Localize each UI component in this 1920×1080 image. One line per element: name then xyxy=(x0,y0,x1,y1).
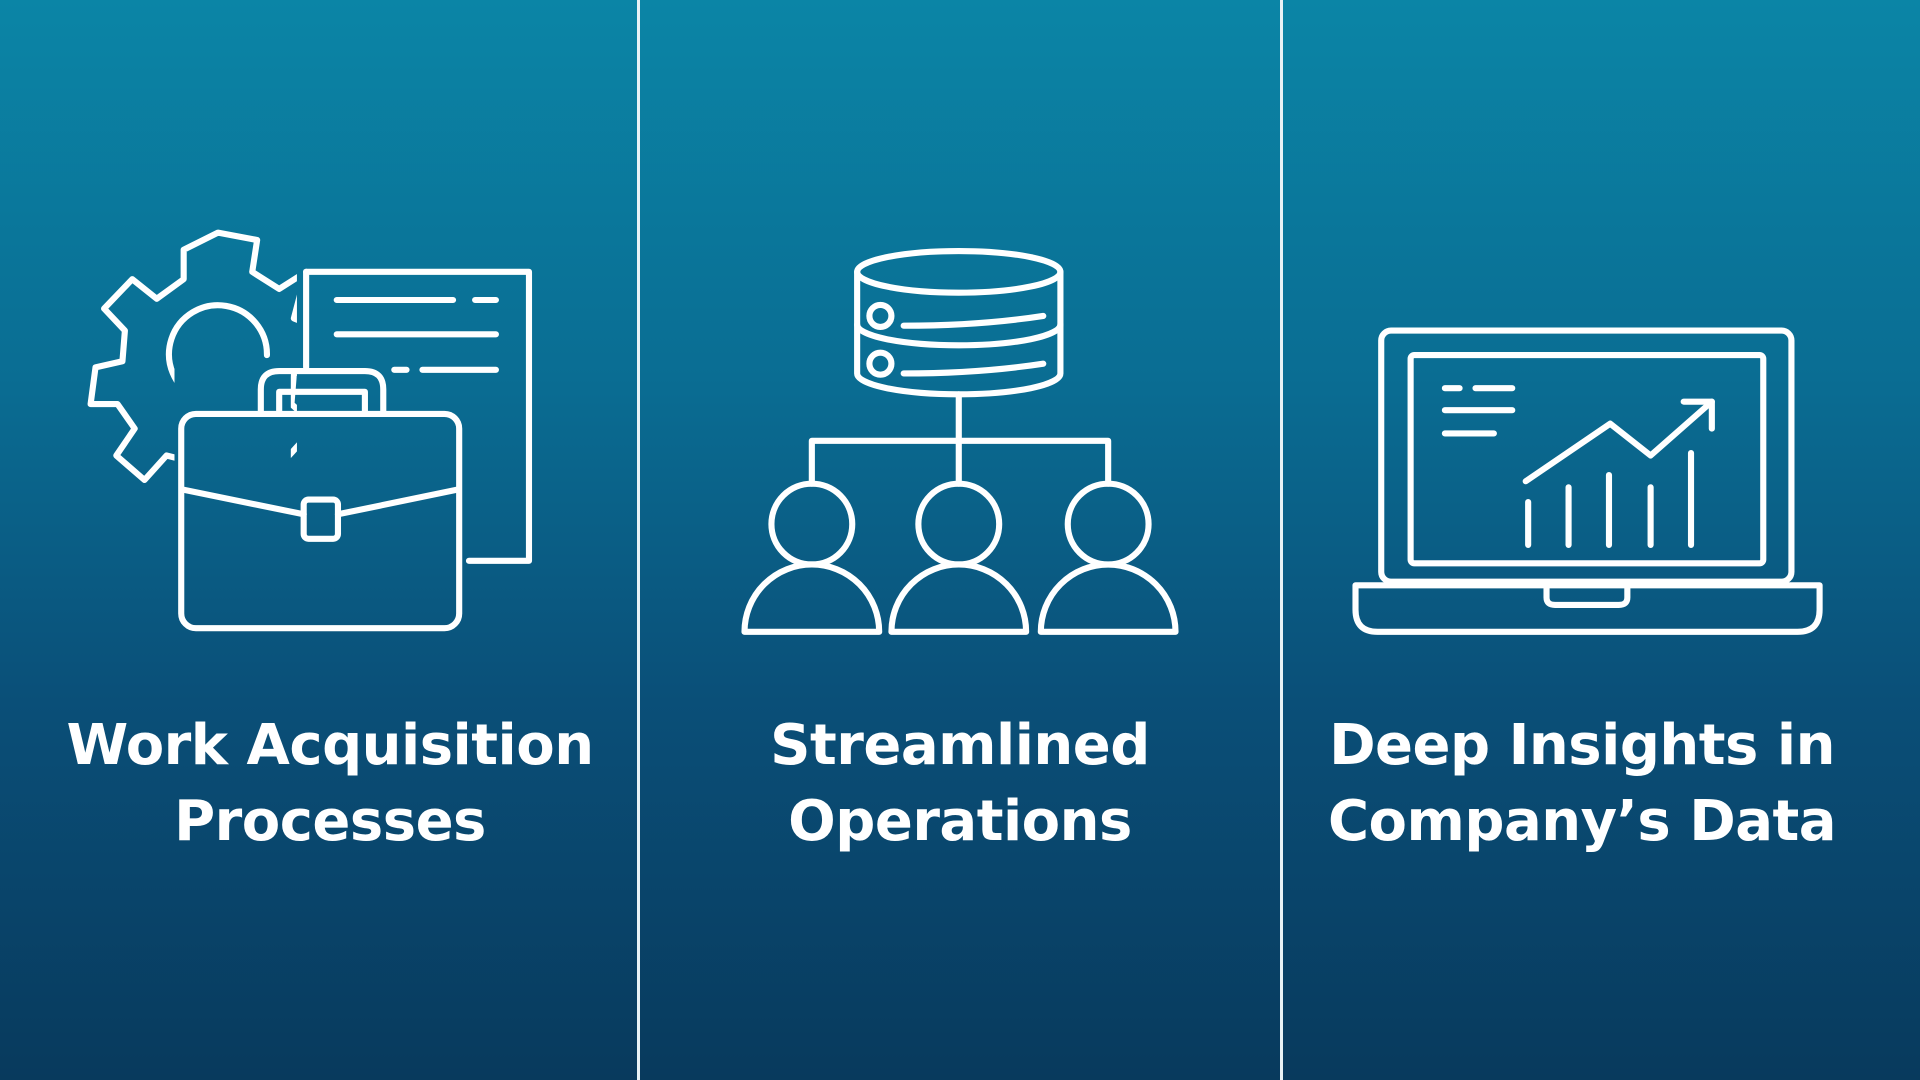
title-line: Processes xyxy=(174,789,486,854)
title-line: Company’s Data xyxy=(1327,789,1837,854)
divider-left xyxy=(637,0,640,1080)
laptop-icon xyxy=(1378,327,1795,585)
panel-title-work-acquisition: Work Acquisition Processes xyxy=(10,708,650,860)
panel-title-deep-insights: Deep Insights in Company’s Data xyxy=(1262,708,1902,860)
divider-right xyxy=(1280,0,1283,1080)
briefcase-gear-document-icon xyxy=(87,229,533,632)
gear-icon xyxy=(87,229,328,496)
panel-title-streamlined-operations: Streamlined Operations xyxy=(640,708,1280,860)
briefcase-icon xyxy=(178,367,463,632)
person-icon xyxy=(888,480,1030,635)
title-line: Streamlined xyxy=(770,713,1150,778)
person-icon xyxy=(1037,480,1179,635)
bar-chart-icon xyxy=(1525,450,1695,548)
title-line: Operations xyxy=(788,789,1132,854)
title-line: Deep Insights in xyxy=(1329,713,1835,778)
laptop-growth-chart-icon xyxy=(1352,327,1823,635)
document-icon xyxy=(303,268,533,564)
database-icon xyxy=(854,247,1064,398)
trend-arrow-icon xyxy=(1522,398,1715,485)
title-line: Work Acquisition xyxy=(66,713,594,778)
hierarchy-connector xyxy=(808,391,1112,487)
database-team-hierarchy-icon xyxy=(741,247,1179,635)
person-icon xyxy=(741,480,883,635)
